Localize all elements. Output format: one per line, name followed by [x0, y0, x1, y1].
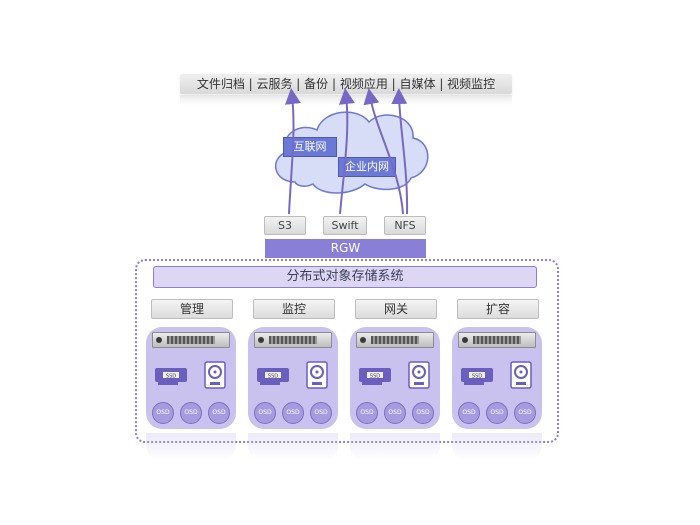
node-label-expansion: 扩容 — [457, 299, 539, 319]
ssd-icon: SSD — [154, 365, 190, 387]
arrow-s3 — [284, 88, 301, 215]
server-node-gateway: SSD OSD OSD OSD — [350, 327, 440, 429]
svg-text:SSD: SSD — [472, 374, 482, 380]
intranet-tag: 企业内网 — [338, 157, 396, 177]
server-chassis-icon — [254, 332, 332, 348]
osd-disk: OSD — [384, 402, 406, 424]
server-node-management: SSD OSD OSD OSD — [146, 327, 236, 429]
hdd-icon — [408, 361, 430, 389]
ssd-icon: SSD — [256, 365, 292, 387]
server-chassis-icon — [152, 332, 230, 348]
osd-disk: OSD — [152, 402, 174, 424]
server-chassis-icon — [356, 332, 434, 348]
hdd-icon — [306, 361, 328, 389]
svg-text:SSD: SSD — [166, 374, 176, 380]
ssd-icon: SSD — [358, 365, 394, 387]
application-bar: 文件归档 | 云服务 | 备份 | 视频应用 | 自媒体 | 视频监控 — [180, 74, 512, 94]
rgw-gateway-bar: RGW — [265, 239, 426, 258]
node-label-management: 管理 — [151, 299, 233, 319]
osd-disk: OSD — [208, 402, 230, 424]
server-reflection — [146, 433, 236, 461]
arrow-nfs-2 — [391, 88, 409, 215]
server-node-expansion: SSD OSD OSD OSD — [452, 327, 542, 429]
protocol-s3: S3 — [264, 216, 306, 235]
server-reflection — [452, 433, 542, 461]
osd-disk: OSD — [514, 402, 536, 424]
server-reflection — [350, 433, 440, 461]
server-reflection — [248, 433, 338, 461]
arrow-swift — [338, 88, 355, 215]
node-label-gateway: 网关 — [355, 299, 437, 319]
hdd-icon — [510, 361, 532, 389]
osd-disk: OSD — [412, 402, 434, 424]
hdd-icon — [204, 361, 226, 389]
osd-disk: OSD — [458, 402, 480, 424]
arrow-nfs-1 — [363, 88, 404, 215]
protocol-nfs: NFS — [384, 216, 426, 235]
osd-disk: OSD — [254, 402, 276, 424]
svg-text:SSD: SSD — [370, 374, 380, 380]
osd-disk: OSD — [486, 402, 508, 424]
osd-disk: OSD — [180, 402, 202, 424]
protocol-swift: Swift — [323, 216, 367, 235]
node-label-monitoring: 监控 — [253, 299, 335, 319]
storage-system-title: 分布式对象存储系统 — [153, 266, 537, 288]
server-chassis-icon — [458, 332, 536, 348]
osd-disk: OSD — [356, 402, 378, 424]
osd-disk: OSD — [282, 402, 304, 424]
internet-tag: 互联网 — [283, 137, 337, 157]
svg-text:SSD: SSD — [268, 374, 278, 380]
ssd-icon: SSD — [460, 365, 496, 387]
storage-cluster-frame — [135, 259, 559, 443]
server-node-monitoring: SSD OSD OSD OSD — [248, 327, 338, 429]
osd-disk: OSD — [310, 402, 332, 424]
